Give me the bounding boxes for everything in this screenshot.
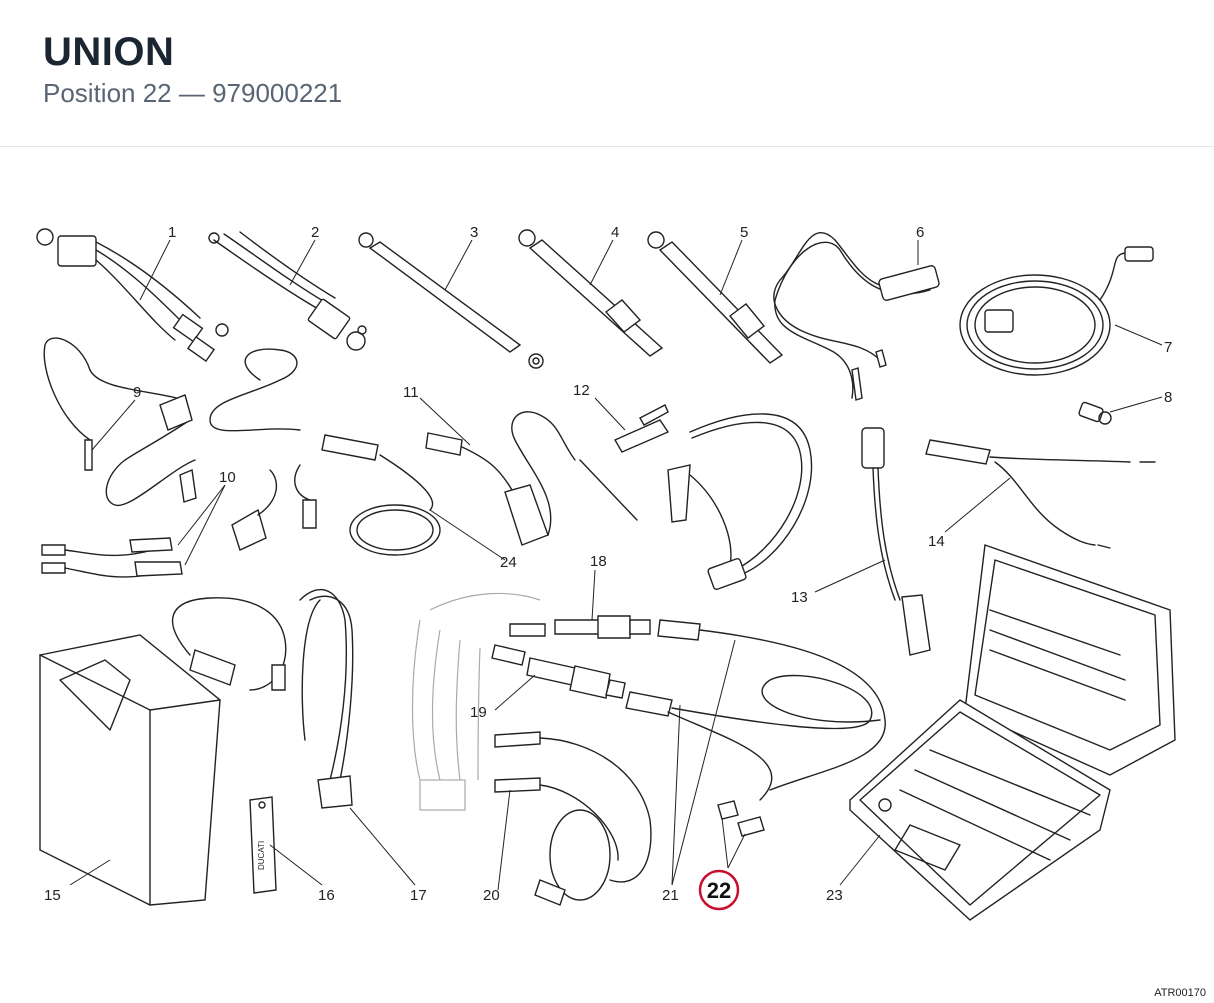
leader-lines	[69, 239, 1163, 891]
part-14-spade-lead[interactable]	[925, 439, 1156, 549]
callout-15: 15	[44, 887, 61, 904]
callout-18: 18	[590, 553, 607, 570]
callout-16: 16	[318, 887, 335, 904]
part-2-cable-assembly[interactable]	[208, 231, 367, 351]
part-16-tag[interactable]: DUCATI	[249, 796, 277, 894]
part-15-carry-case[interactable]	[39, 634, 221, 906]
highlight-ring	[698, 869, 740, 911]
part-24-wiring-coil[interactable]	[209, 348, 441, 556]
callout-12: 12	[573, 382, 590, 399]
part-3-hose[interactable]	[358, 232, 544, 369]
part-18-connector[interactable]	[509, 615, 651, 639]
callout-17: 17	[410, 887, 427, 904]
part-12-clip-lead[interactable]	[579, 404, 813, 591]
part-4-hose[interactable]	[518, 229, 664, 357]
part-1-cable-assembly[interactable]	[36, 228, 229, 363]
part-5-hose[interactable]	[647, 231, 784, 364]
callout-6: 6	[916, 224, 924, 241]
part-22-union[interactable]	[717, 800, 765, 837]
page-header: UNION Position 22 — 979000221	[0, 0, 1214, 147]
page-subtitle: Position 22 — 979000221	[43, 78, 343, 108]
callout-7: 7	[1164, 339, 1172, 356]
exploded-parts-diagram: DUCATI	[36, 224, 1176, 921]
callout-13: 13	[791, 589, 808, 606]
callout-23: 23	[826, 887, 843, 904]
part-11-probe-lead[interactable]	[425, 411, 576, 546]
callout-1: 1	[168, 224, 176, 241]
part-20-clip-lead[interactable]	[494, 731, 652, 906]
part-background-harness	[411, 592, 541, 811]
callout-4: 4	[611, 224, 619, 241]
callout-2: 2	[311, 224, 319, 241]
callout-9: 9	[133, 384, 141, 401]
callout-20: 20	[483, 887, 500, 904]
highlighted-callout-22[interactable]: 22	[698, 869, 740, 911]
page-title: UNION	[43, 30, 175, 74]
callout-8: 8	[1164, 389, 1172, 406]
part-13-sensor-lead[interactable]	[861, 427, 931, 656]
tag-label: DUCATI	[257, 841, 266, 870]
callout-10: 10	[219, 469, 236, 486]
part-19-connector[interactable]	[491, 644, 626, 699]
callout-22: 22	[707, 878, 731, 903]
part-9-test-lead[interactable]	[43, 337, 196, 506]
callout-numbers: 1 2 3 4 5 6 7 8 9 10 11 12 13 14 15 16 1…	[44, 224, 1172, 904]
callout-19: 19	[470, 704, 487, 721]
callout-5: 5	[740, 224, 748, 241]
callout-3: 3	[470, 224, 478, 241]
part-8-union-fitting[interactable]	[1078, 401, 1112, 425]
part-10-lead-pair[interactable]	[41, 469, 197, 578]
part-6-wiring-harness[interactable]	[773, 232, 940, 401]
part-17-adapter-cable[interactable]	[171, 589, 354, 809]
reference-code: ATR00170	[1154, 987, 1206, 999]
callout-11: 11	[403, 384, 419, 401]
part-7-diagnostic-cable[interactable]	[959, 246, 1154, 376]
callout-21: 21	[662, 887, 679, 904]
callout-14: 14	[928, 533, 945, 550]
part-21-cable[interactable]	[625, 619, 886, 801]
callout-24: 24	[500, 554, 517, 571]
part-23-tool-case[interactable]	[849, 544, 1176, 921]
